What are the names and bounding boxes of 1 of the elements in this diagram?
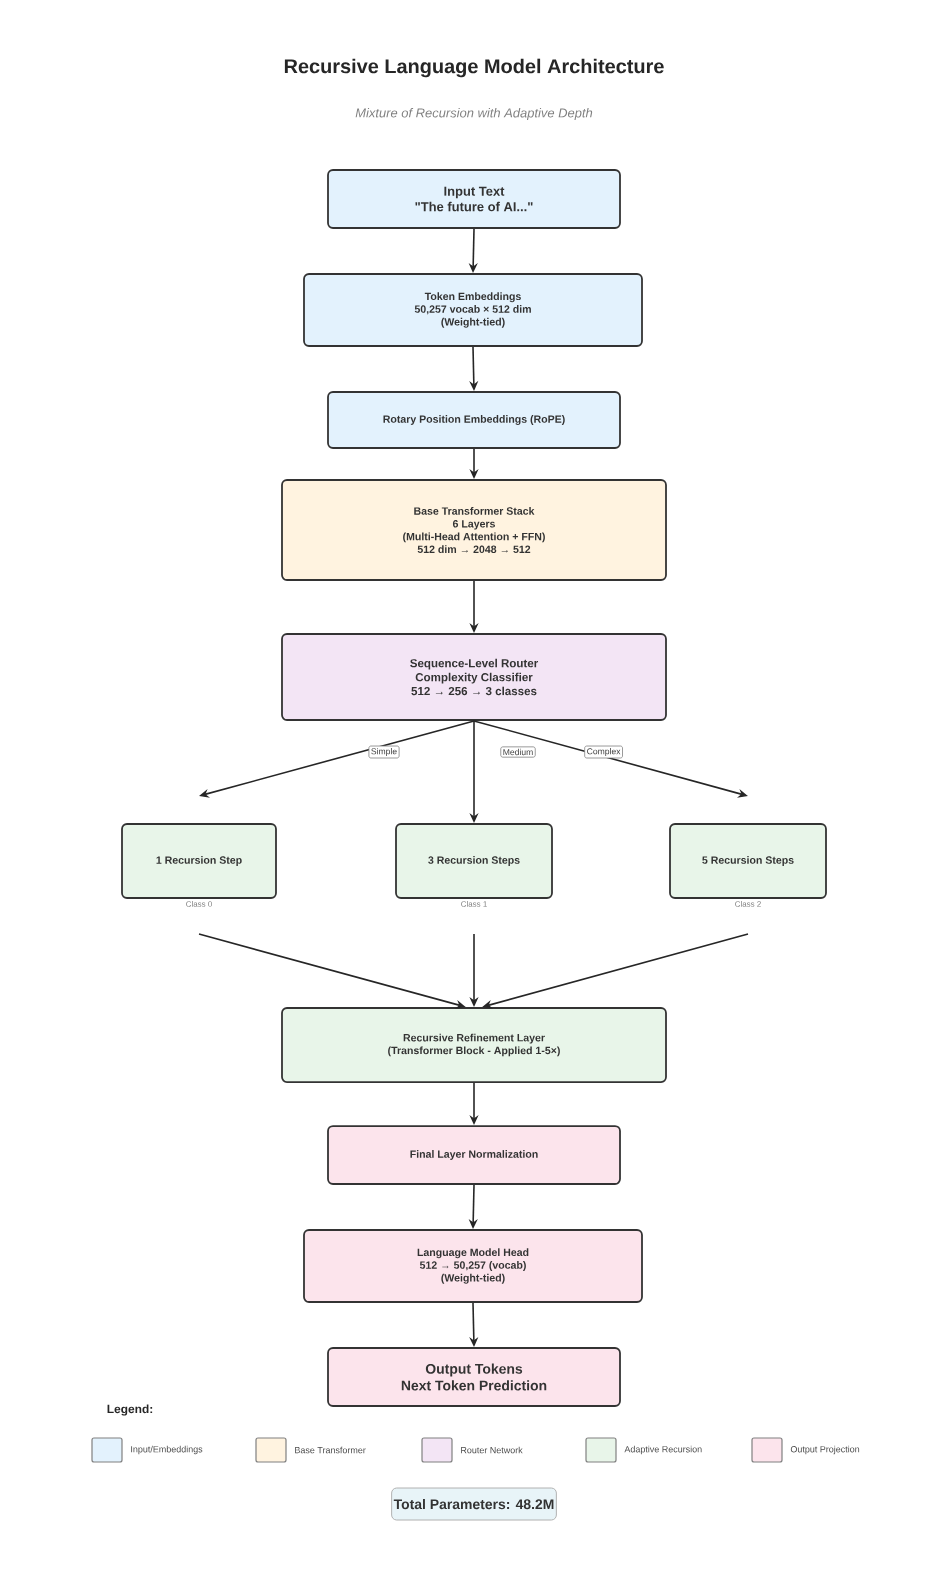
title: Recursive Language Model Architecture — [284, 58, 664, 78]
